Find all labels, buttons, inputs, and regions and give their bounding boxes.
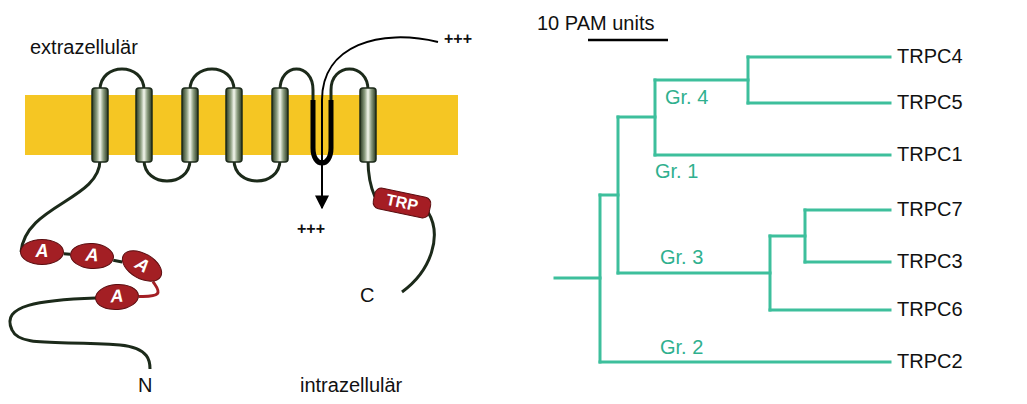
tree-branch: [654, 80, 657, 155]
leaf-label: TRPC4: [897, 45, 963, 68]
ankyrin-repeat: A: [20, 239, 64, 265]
tree-branch: [805, 261, 890, 264]
tree-branch: [770, 309, 890, 312]
protein-backbone: [100, 69, 375, 197]
ankyrin-repeat: A: [94, 282, 140, 311]
tree-branch: [748, 56, 890, 59]
tree-branch: [600, 194, 618, 197]
tree-branch: [747, 57, 750, 103]
group-label: Gr. 1: [655, 160, 698, 183]
tree-branch: [618, 272, 770, 275]
scale-bar: [588, 39, 668, 42]
leaf-label: TRPC6: [897, 298, 963, 321]
n-terminus: [10, 298, 150, 369]
node-text: A: [85, 246, 99, 267]
group-label: Gr. 4: [665, 86, 708, 109]
tree-branch: [805, 209, 890, 212]
node-text: A: [36, 242, 49, 262]
trp-domain: TRP: [371, 186, 432, 220]
tree-branch: [804, 210, 807, 262]
helix: [136, 88, 152, 162]
helix: [182, 88, 198, 162]
tree-branch: [748, 102, 890, 105]
region-label: extrazellulär: [30, 36, 138, 59]
node-text: A: [110, 287, 124, 308]
c-terminus: [402, 212, 434, 292]
helix: [360, 88, 376, 162]
node-text: TRP: [385, 191, 420, 215]
helices: [92, 88, 376, 162]
leaf-label: TRPC7: [897, 198, 963, 221]
helix: [226, 88, 242, 162]
chain-connector: [139, 282, 158, 297]
tree-branch: [617, 117, 620, 273]
leaf-label: TRPC1: [897, 143, 963, 166]
group-label: Gr. 2: [660, 336, 703, 359]
region-label: intrazellulär: [300, 374, 402, 397]
ankyrin-repeat: A: [69, 241, 115, 270]
ankyrin-repeat: A: [116, 244, 167, 289]
tree-branch: [555, 277, 600, 280]
charge-label: +++: [444, 30, 472, 48]
tree-branch: [655, 79, 748, 82]
group-label: Gr. 3: [660, 246, 703, 269]
helix: [272, 88, 288, 162]
leaf-label: TRPC2: [897, 350, 963, 373]
tree-branch: [600, 361, 890, 364]
terminus-label: C: [360, 284, 374, 307]
n-terminus: [21, 160, 100, 252]
node-text: A: [131, 254, 152, 278]
leaf-label: TRPC5: [897, 91, 963, 114]
helix: [92, 88, 108, 162]
scale-label: 10 PAM units: [537, 12, 654, 35]
tree-branch: [618, 116, 655, 119]
tree-branch: [599, 195, 602, 362]
tree-branch: [769, 236, 772, 310]
tree-branch: [655, 154, 890, 157]
ion-flow-arrow: [322, 37, 438, 208]
charge-label: +++: [297, 220, 325, 238]
tree-branch: [770, 235, 805, 238]
leaf-label: TRPC3: [897, 250, 963, 273]
terminus-label: N: [138, 374, 152, 397]
phylogenetic-tree: [555, 57, 890, 362]
